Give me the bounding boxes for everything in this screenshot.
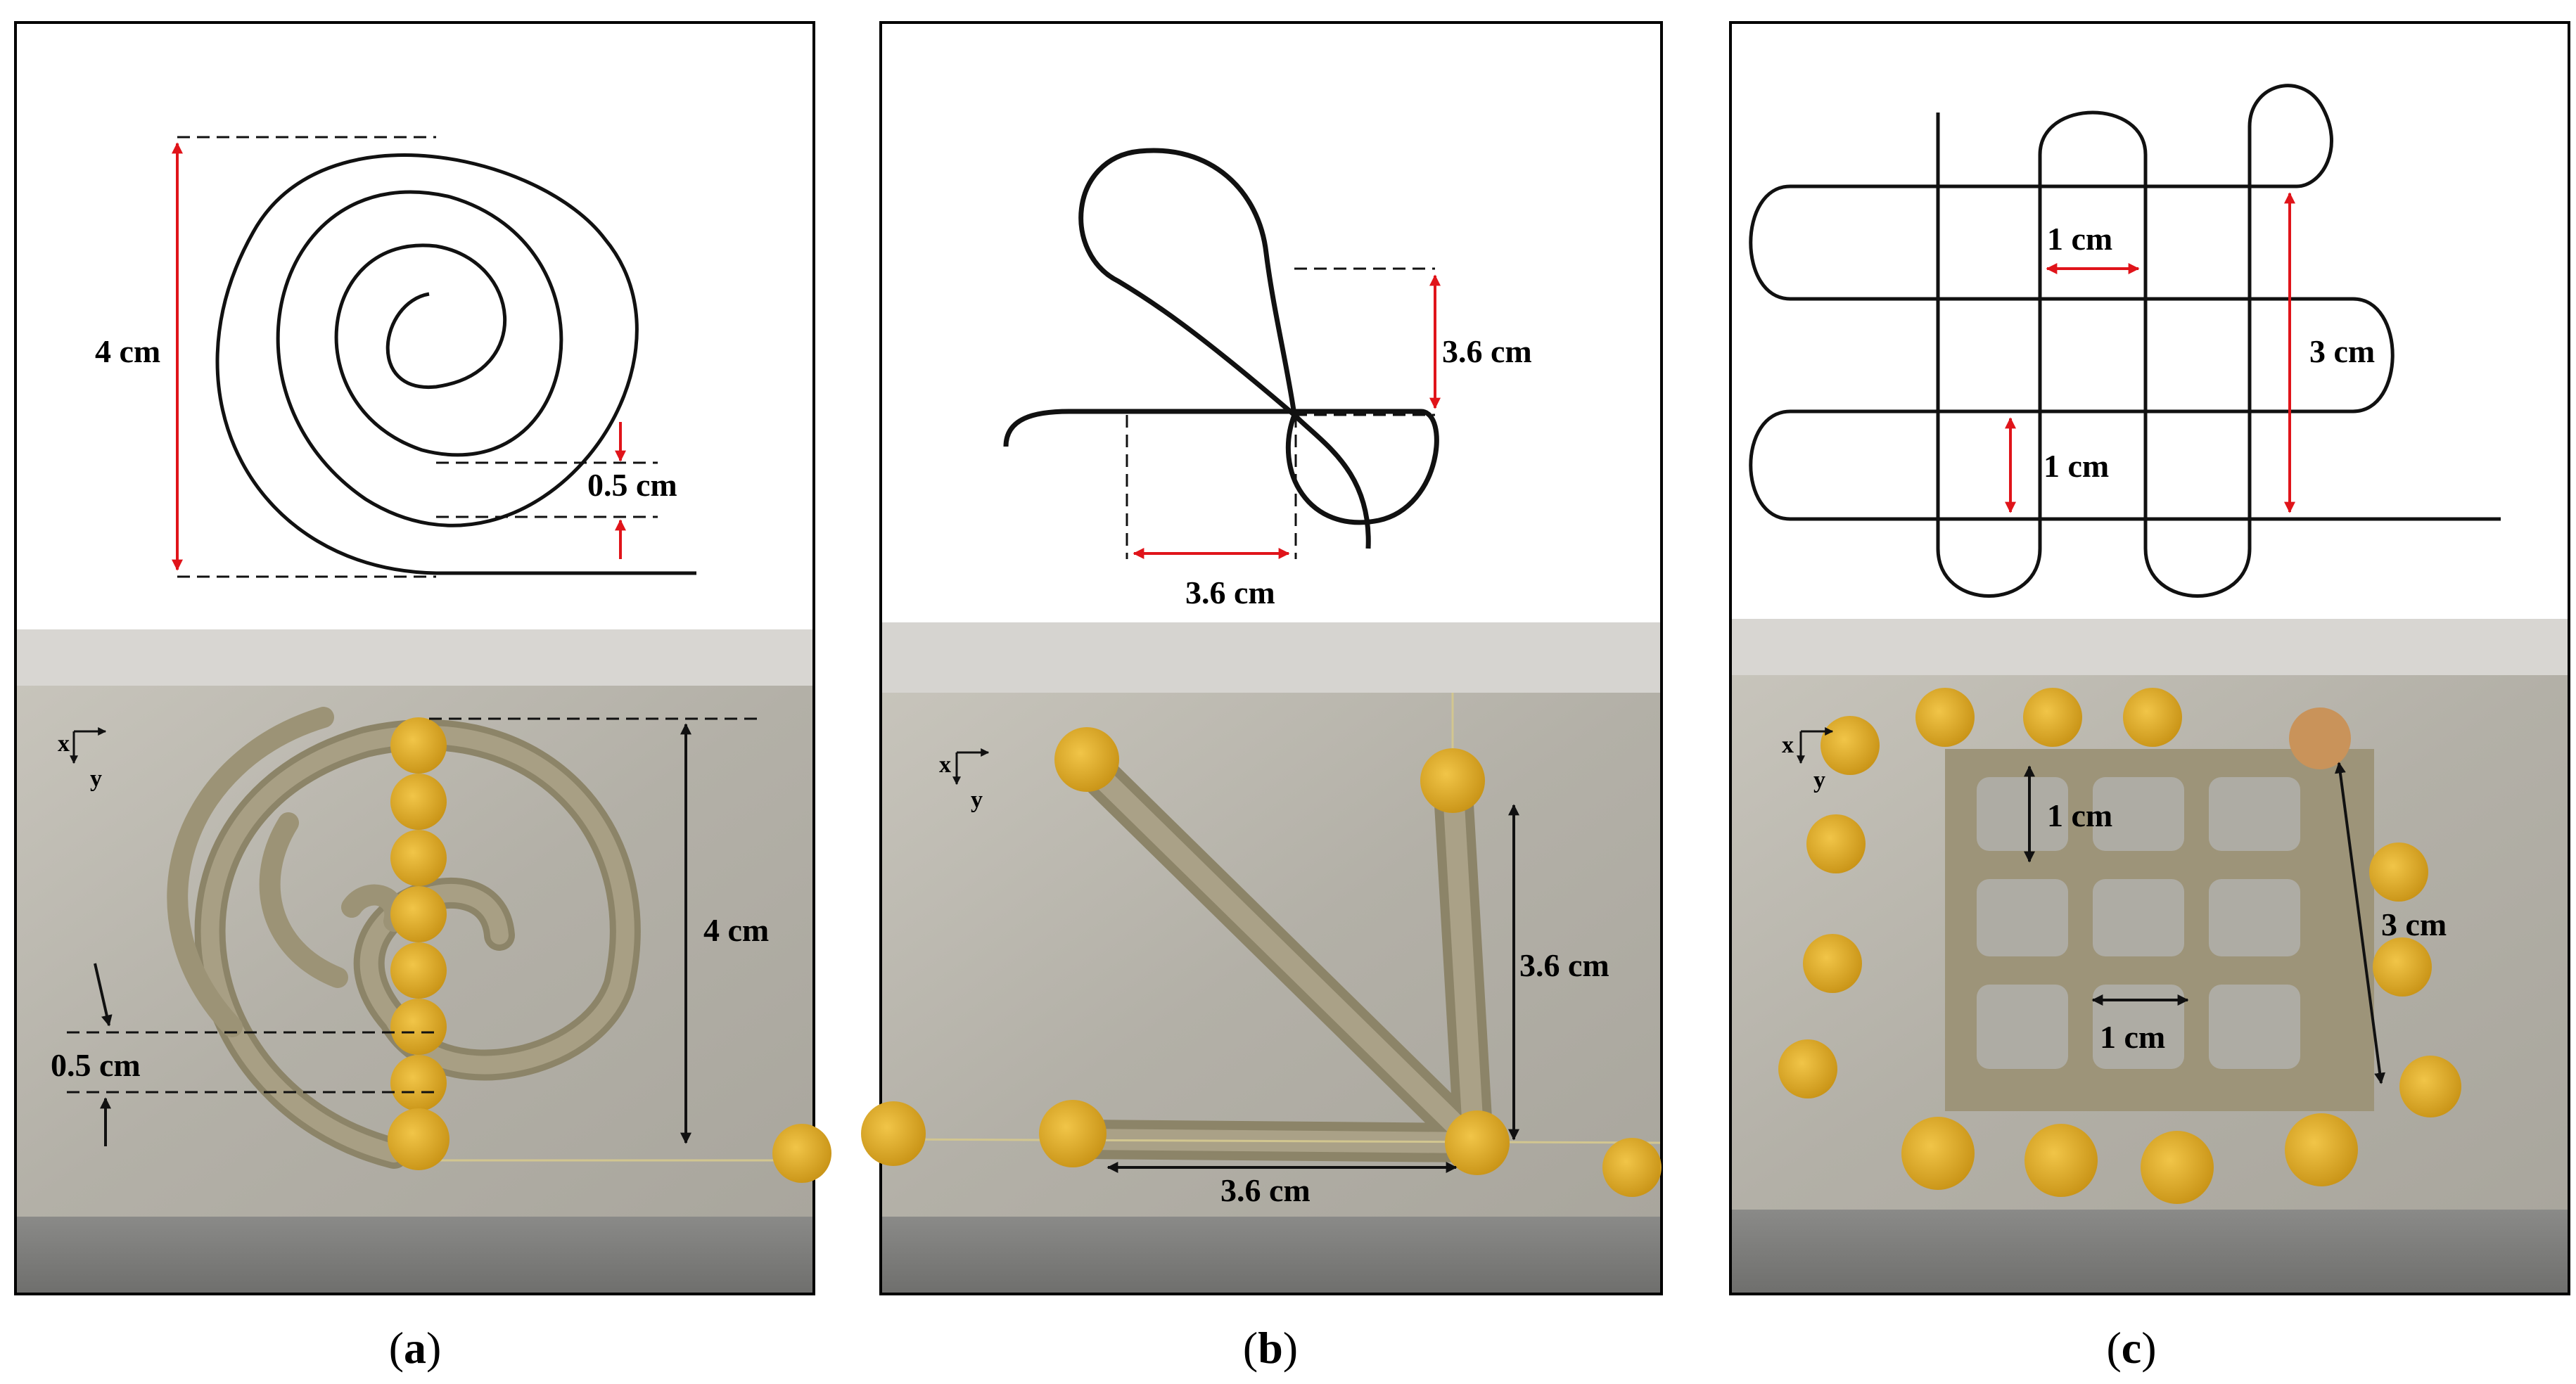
total-label: 3 cm bbox=[2309, 333, 2375, 369]
photo-total-arrow bbox=[2334, 762, 2386, 1084]
axis-y-label: y bbox=[90, 766, 102, 792]
photo-total-label: 3 cm bbox=[2381, 906, 2447, 942]
panel-a: 4 cm 0.5 cm 4 cm bbox=[14, 21, 831, 1373]
axis-x-label: x bbox=[58, 731, 70, 757]
axis-y-label: y bbox=[971, 787, 983, 813]
photo-width-label: 3.6 cm bbox=[1220, 1172, 1311, 1208]
axis-x-label: x bbox=[1782, 732, 1794, 758]
spiral-path bbox=[215, 153, 696, 575]
panel-c-caption: (c) bbox=[2106, 1323, 2156, 1373]
lattice-photo: 1 cm 3 cm 1 cm x y bbox=[1732, 619, 2568, 1293]
spacing-v-label: 1 cm bbox=[2043, 448, 2109, 484]
panel-b-caption: (b) bbox=[1243, 1323, 1298, 1373]
axis-y-label: y bbox=[1813, 767, 1825, 793]
diameter-label: 4 cm bbox=[95, 333, 160, 369]
caption-open: ( bbox=[389, 1323, 404, 1373]
caption-close: ) bbox=[1283, 1323, 1298, 1373]
caption-open: ( bbox=[2106, 1323, 2121, 1373]
caption-open: ( bbox=[1243, 1323, 1258, 1373]
caption-letter: b bbox=[1258, 1323, 1283, 1373]
width-label: 3.6 cm bbox=[1185, 575, 1275, 610]
caption-close: ) bbox=[426, 1323, 441, 1373]
axis-x-label: x bbox=[939, 752, 951, 778]
height-label: 3.6 cm bbox=[1442, 333, 1532, 369]
photo-spacing-v-label: 1 cm bbox=[2047, 797, 2112, 833]
photo-pitch-label: 0.5 cm bbox=[51, 1047, 141, 1083]
pitch-label: 0.5 cm bbox=[587, 467, 677, 503]
serpentine-vertical-path bbox=[1936, 84, 2333, 598]
loop-path bbox=[1003, 148, 1439, 549]
caption-letter: a bbox=[404, 1323, 426, 1373]
serpentine-horizontal-path bbox=[1749, 184, 2501, 521]
photo-height-label: 3.6 cm bbox=[1519, 947, 1609, 983]
triangle-photo: 3.6 cm 3.6 cm x y bbox=[861, 622, 1662, 1293]
caption-letter: c bbox=[2122, 1323, 2141, 1373]
panel-a-caption: (a) bbox=[389, 1323, 442, 1373]
photo-spacing-h-label: 1 cm bbox=[2100, 1019, 2165, 1055]
spiral-photo: 4 cm 0.5 cm x y bbox=[17, 629, 831, 1293]
spacing-h-label: 1 cm bbox=[2047, 221, 2112, 257]
panel-b: 3.6 cm 3.6 cm 3.6 cm 3.6 cm x bbox=[861, 21, 1663, 1373]
caption-close: ) bbox=[2141, 1323, 2156, 1373]
panel-c: 1 cm 1 cm 3 cm bbox=[1729, 21, 2570, 1373]
photo-diameter-label: 4 cm bbox=[703, 912, 769, 948]
